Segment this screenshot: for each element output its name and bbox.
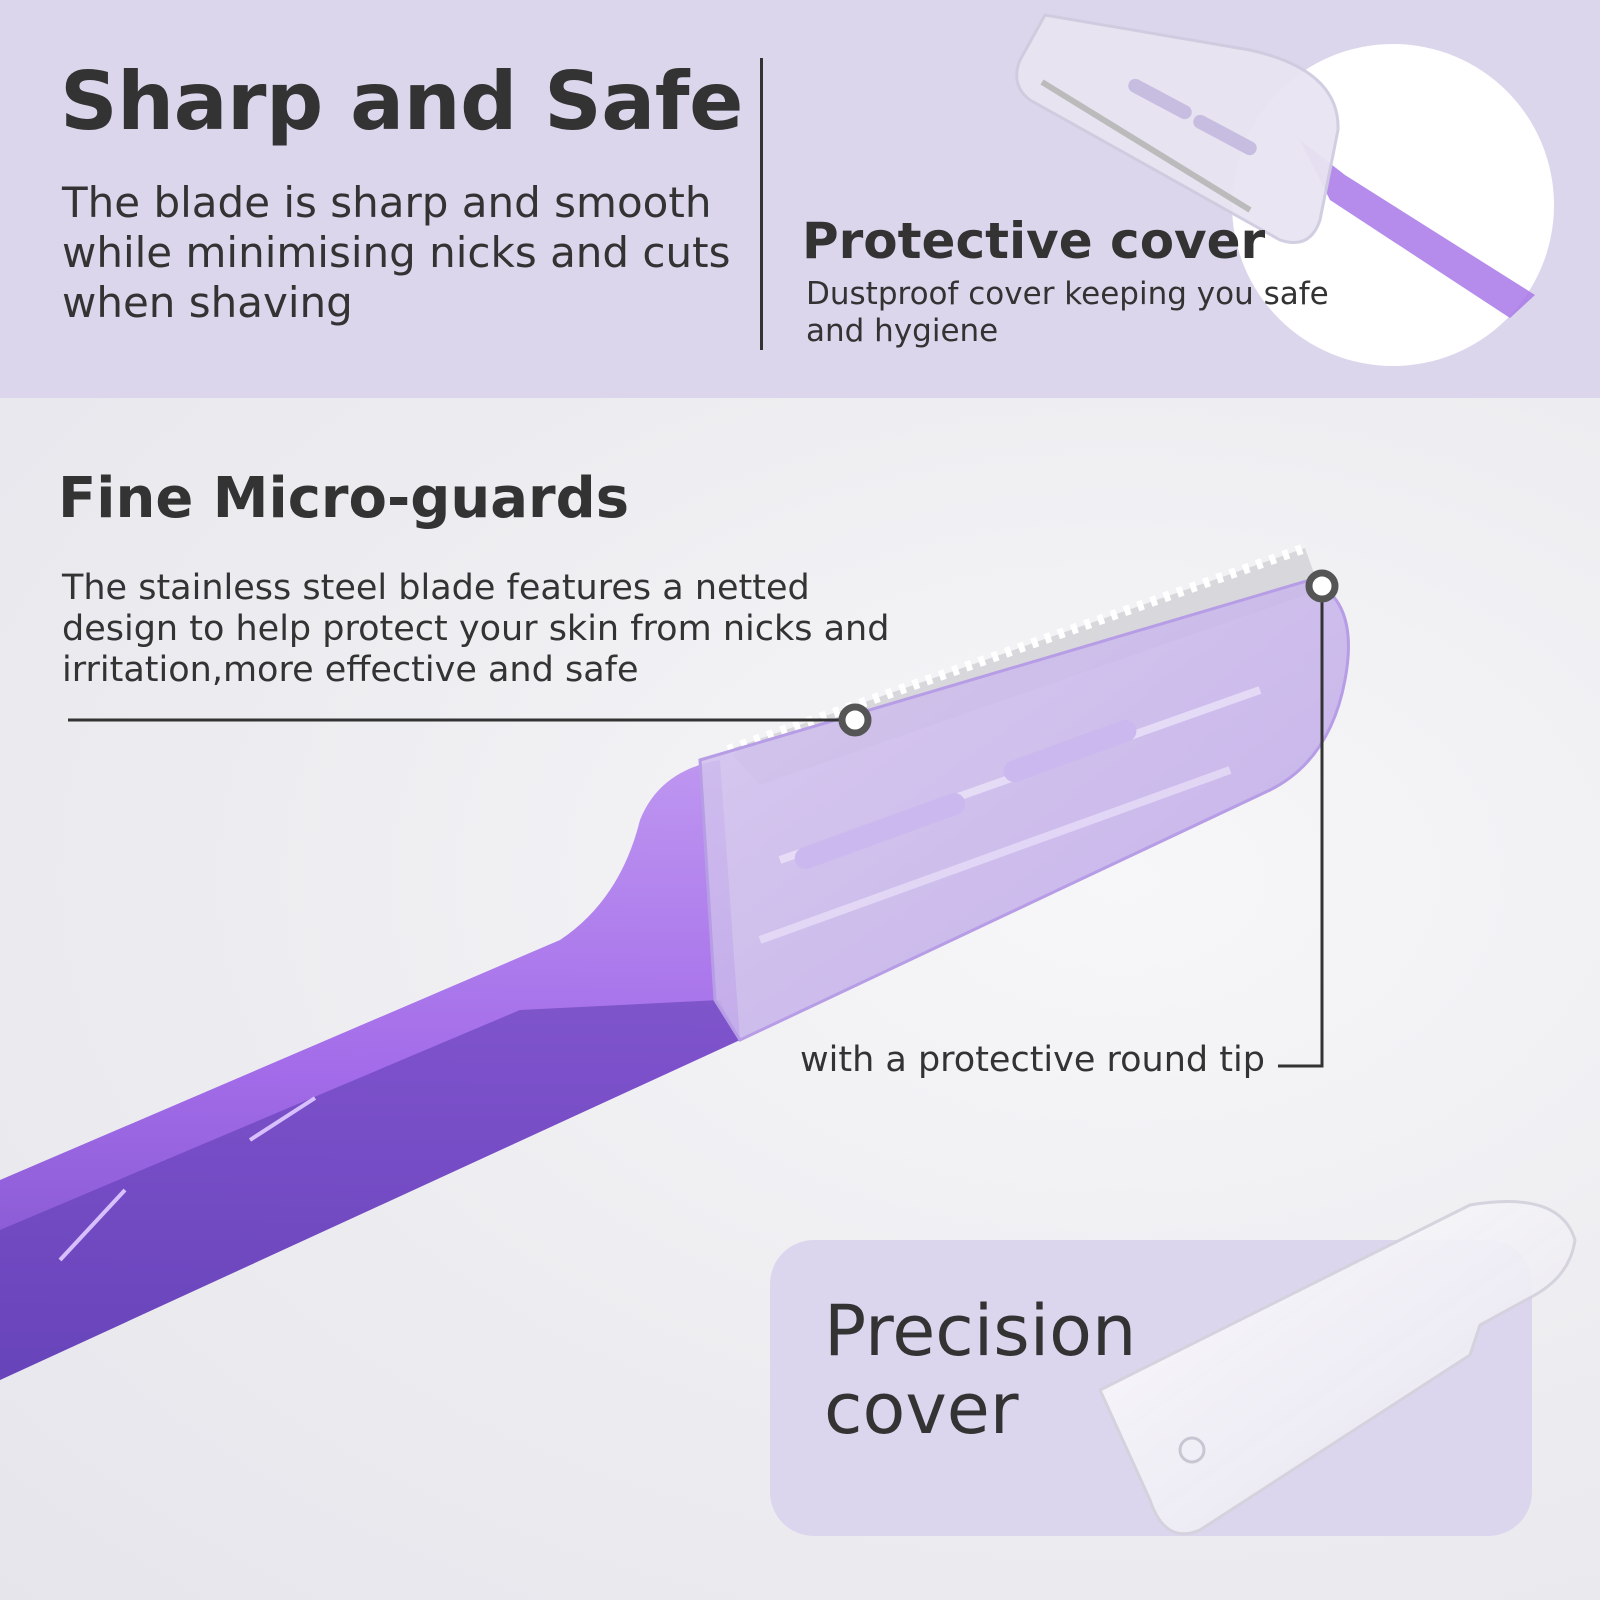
callout-lines	[68, 569, 1339, 1068]
callout-dot-icon	[1305, 569, 1339, 603]
round-tip-label: with a protective round tip	[800, 1040, 1265, 1080]
protective-cover-description: Dustproof cover keeping you safe and hyg…	[806, 276, 1329, 349]
headline: Sharp and Safe	[60, 55, 743, 148]
razor-illustration	[0, 543, 1350, 1380]
callout-dot-icon	[838, 703, 872, 737]
protective-cover-title: Protective cover	[802, 212, 1266, 270]
micro-guards-description: The stainless steel blade features a net…	[62, 568, 890, 690]
precision-cover-title: Precision cover	[824, 1290, 1137, 1450]
cover-illustration	[1098, 1200, 1577, 1536]
razor-small-icon	[1015, 13, 1535, 318]
vertical-divider	[760, 58, 763, 350]
headline-description: The blade is sharp and smooth while mini…	[62, 178, 731, 327]
micro-guards-title: Fine Micro-guards	[58, 466, 630, 531]
